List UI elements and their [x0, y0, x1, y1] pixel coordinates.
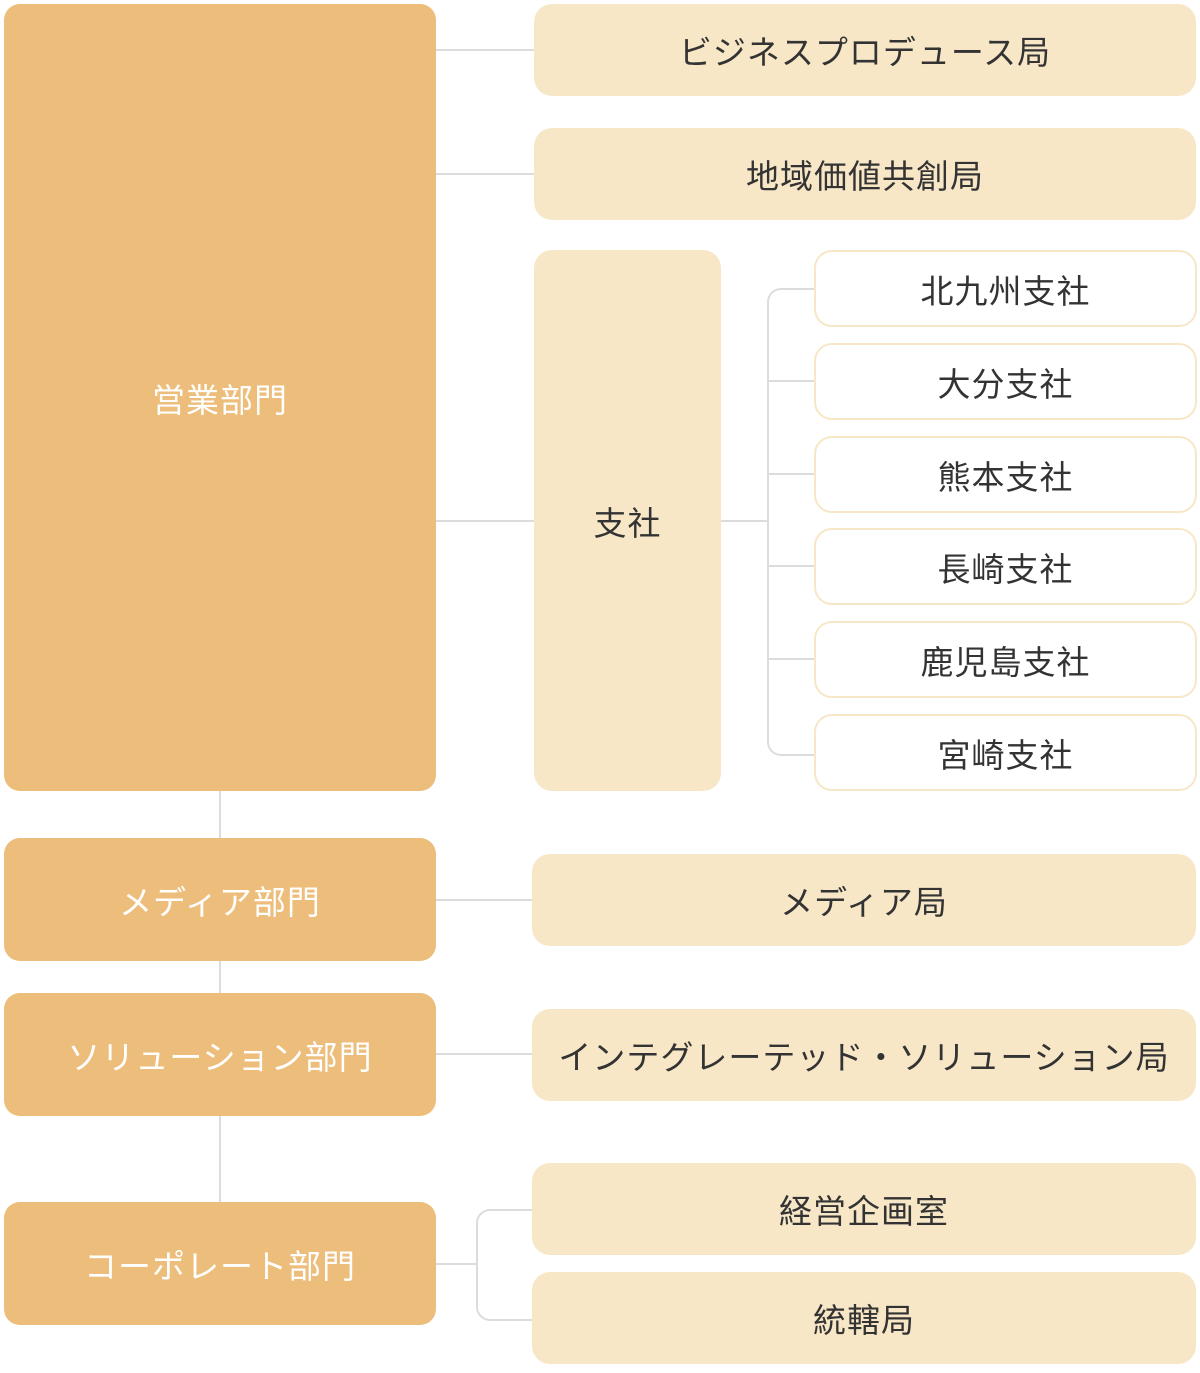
branch-nagasaki: 長崎支社 [814, 528, 1197, 605]
connector-solution [436, 1053, 532, 1055]
connector-sales-branch-office [436, 520, 534, 522]
connector-branch-kumamoto [767, 473, 815, 475]
department-corporate: コーポレート部門 [4, 1202, 436, 1325]
bureau-business-produce: ビジネスプロデュース局 [534, 4, 1196, 96]
connector-branch-oita [767, 380, 815, 382]
bureau-corporate-planning: 経営企画室 [532, 1163, 1196, 1255]
bureau-regional-value: 地域価値共創局 [534, 128, 1196, 220]
bureau-general-affairs: 統轄局 [532, 1272, 1196, 1364]
department-sales: 営業部門 [4, 4, 436, 791]
connector-branch-office-stub [720, 520, 768, 522]
bureau-branch-office: 支社 [534, 250, 721, 791]
connector-branch-kagoshima [767, 658, 815, 660]
connector-sales-regional-value [436, 173, 534, 175]
connector-sales-business-produce [436, 49, 534, 51]
connector-corporate-bracket [476, 1209, 532, 1321]
branch-miyazaki: 宮崎支社 [814, 714, 1197, 791]
department-media: メディア部門 [4, 838, 436, 961]
department-solution: ソリューション部門 [4, 993, 436, 1116]
connector-media [436, 899, 532, 901]
branch-kagoshima: 鹿児島支社 [814, 621, 1197, 698]
connector-branches-bracket [767, 288, 815, 756]
branch-oita: 大分支社 [814, 343, 1197, 420]
connector-branch-nagasaki [767, 565, 815, 567]
branch-kitakyushu: 北九州支社 [814, 250, 1197, 327]
branch-kumamoto: 熊本支社 [814, 436, 1197, 513]
bureau-integrated-solution: インテグレーテッド・ソリューション局 [532, 1009, 1196, 1101]
connector-corporate-stub [436, 1263, 478, 1265]
bureau-media: メディア局 [532, 854, 1196, 946]
